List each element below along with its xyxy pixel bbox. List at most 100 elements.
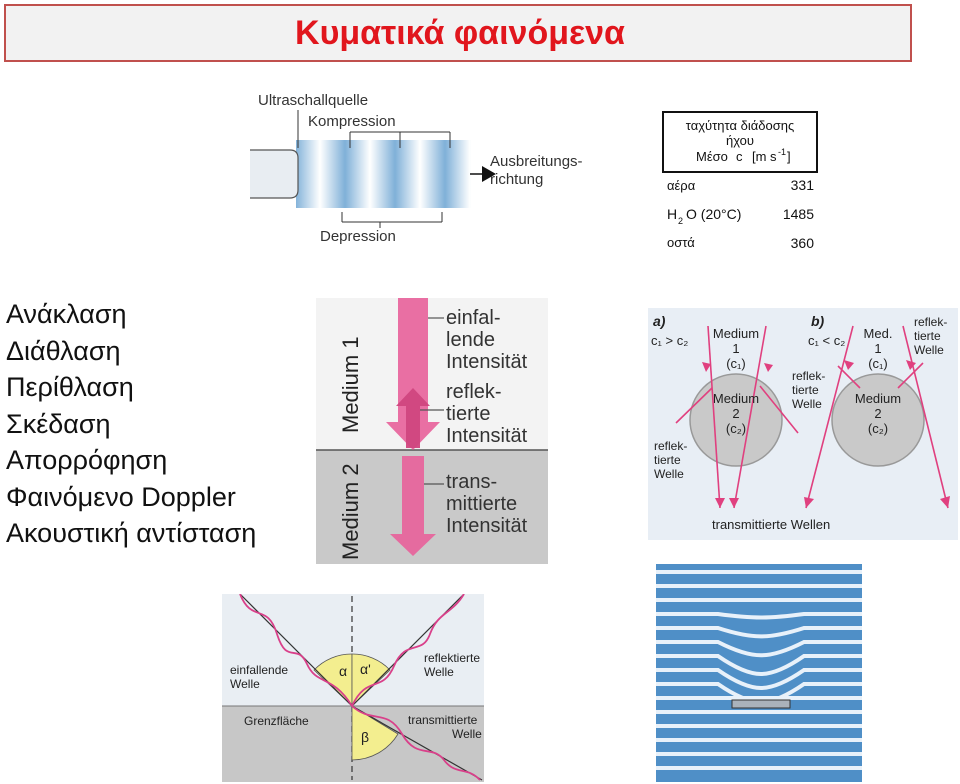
reflected-label-1: reflektierte xyxy=(424,651,480,665)
wave-field xyxy=(296,140,471,208)
medium1-label: Medium 1 xyxy=(338,336,363,433)
panel-b-condition: c₁ < c₂ xyxy=(808,333,845,348)
transmitted-label-1: transmittierte xyxy=(408,713,478,727)
a-medium2-c: (c₂) xyxy=(726,421,746,436)
reflected-a-label-3: Welle xyxy=(654,467,684,481)
table-medium-bone: οστά xyxy=(667,235,695,250)
source-label: Ultraschallquelle xyxy=(258,92,368,109)
alpha-prime-label: α' xyxy=(360,661,371,677)
table-medium-air: αέρα xyxy=(667,178,696,193)
a-medium2-num: 2 xyxy=(732,406,739,421)
table-medium-water-sub: 2 xyxy=(678,216,683,226)
direction-label-2: richtung xyxy=(490,171,543,188)
intensity-figure: Medium 1 Medium 2 einfal- lende Intensit… xyxy=(316,298,548,564)
wavefront-lines xyxy=(656,570,862,770)
topic-item: Ανάκλαση xyxy=(6,299,127,329)
wavefront-line xyxy=(656,612,862,620)
transmitted-wave xyxy=(351,705,481,781)
a-medium1-label: Medium xyxy=(713,326,759,341)
medium2-label: Medium 2 xyxy=(338,463,363,560)
topic-item: Ακουστική αντίσταση xyxy=(6,518,257,548)
speed-unit-close: ] xyxy=(787,149,791,164)
topic-item: Σκέδαση xyxy=(6,408,111,439)
a-medium1-c: (c₁) xyxy=(726,356,746,371)
topic-item: Απορρόφηση xyxy=(6,445,168,475)
b-medium1-c: (c₁) xyxy=(868,356,888,371)
incident-intensity-arrow xyxy=(386,298,440,450)
transmitted-label-3: Intensität xyxy=(446,515,528,537)
topic-list: Ανάκλαση Διάθλαση Περίθλαση Σκέδαση Απορ… xyxy=(6,296,256,552)
b-medium1-label: Med. xyxy=(864,326,893,341)
beta-label: β xyxy=(361,729,369,745)
speed-unit: [m s xyxy=(752,149,777,164)
panel-a-condition: c₁ > c₂ xyxy=(651,333,688,348)
table-value-water: 1485 xyxy=(783,206,814,222)
reflected-label-2: Welle xyxy=(424,665,454,679)
b-medium1-num: 1 xyxy=(874,341,881,356)
incident-label-3: Intensität xyxy=(446,351,528,373)
table-value-air: 331 xyxy=(791,177,815,193)
refraction-figure: a) c₁ > c₂ b) c₁ < c₂ Medium 1 (c₁) Medi… xyxy=(648,308,958,540)
medium2-circle-b xyxy=(831,373,925,467)
diffraction-figure xyxy=(656,564,862,782)
reflected-c-label-2: tierte xyxy=(914,329,941,343)
reflected-label-3: Intensität xyxy=(446,425,528,447)
b-medium2-num: 2 xyxy=(874,406,881,421)
obstacle xyxy=(731,699,791,709)
reflected-label-2: tierte xyxy=(446,403,490,425)
rays-b xyxy=(805,325,949,509)
compression-label: Kompression xyxy=(308,113,396,130)
b-medium2-label: Medium xyxy=(855,391,901,406)
reflected-a-label-1: reflek- xyxy=(654,439,687,453)
table-medium-water-rest: O (20°C) xyxy=(686,206,741,222)
wavefront-line xyxy=(656,640,862,658)
transmitted-label-2: Welle xyxy=(452,727,482,741)
incident-label-2: lende xyxy=(446,329,495,351)
a-medium1-num: 1 xyxy=(732,341,739,356)
speed-symbol: c xyxy=(736,149,743,164)
incident-label-1: einfal- xyxy=(446,307,500,329)
topic-item: Φαινόμενο Doppler xyxy=(6,481,236,512)
incident-label-2: Welle xyxy=(230,677,260,691)
wave-interface-figure: α α' β einfallende Welle reflektierte We… xyxy=(222,594,484,782)
table-header-2: ήχου xyxy=(726,133,754,148)
medium-header: Μέσο xyxy=(696,149,728,164)
panel-a-label: a) xyxy=(653,313,666,329)
depression-label: Depression xyxy=(320,228,396,245)
interface-label: Grenzfläche xyxy=(244,714,309,728)
reflected-label-1: reflek- xyxy=(446,381,502,403)
table-header-1: ταχύτητα διάδοσης xyxy=(686,118,794,133)
reflected-wave xyxy=(351,594,465,707)
reflected-intensity-arrow xyxy=(396,388,430,448)
speed-table: ταχύτητα διάδοσης ήχου Μέσο c [m s -1 ] … xyxy=(662,111,818,251)
transmitted-label-1: trans- xyxy=(446,471,497,493)
reflected-b-label-1: reflek- xyxy=(792,369,825,383)
topic-item: Περίθλαση xyxy=(6,372,134,402)
a-medium2-label: Medium xyxy=(713,391,759,406)
page-title: Κυματικά φαινόμενα xyxy=(295,14,625,52)
panel-b-label: b) xyxy=(811,313,825,329)
ultrasound-source xyxy=(250,149,299,199)
rays-a xyxy=(675,325,799,509)
reflected-c-label-1: reflek- xyxy=(914,315,947,329)
beta-sector xyxy=(351,705,399,761)
b-medium2-c: (c₂) xyxy=(868,421,888,436)
ultrasound-figure: Ultraschallquelle Kompression Depression… xyxy=(250,90,600,255)
transmitted-waves-label: transmittierte Wellen xyxy=(712,517,830,532)
incident-wave xyxy=(239,594,353,707)
transmitted-intensity-arrow xyxy=(390,456,436,556)
topic-item: Διάθλαση xyxy=(6,335,121,366)
title-box: Κυματικά φαινόμενα xyxy=(4,4,912,62)
alpha-label: α xyxy=(339,663,347,679)
incident-label-1: einfallende xyxy=(230,663,288,677)
table-value-bone: 360 xyxy=(791,235,815,251)
wavefront-line xyxy=(656,654,862,677)
speed-unit-exp: -1 xyxy=(778,147,786,157)
direction-label-1: Ausbreitungs- xyxy=(490,153,583,170)
transmitted-label-2: mittierte xyxy=(446,493,517,515)
reflected-a-label-2: tierte xyxy=(654,453,681,467)
wavefront-line xyxy=(656,626,862,639)
reflected-c-label-3: Welle xyxy=(914,343,944,357)
reflected-b-label-2: tierte xyxy=(792,383,819,397)
wavefront-line xyxy=(656,668,862,691)
